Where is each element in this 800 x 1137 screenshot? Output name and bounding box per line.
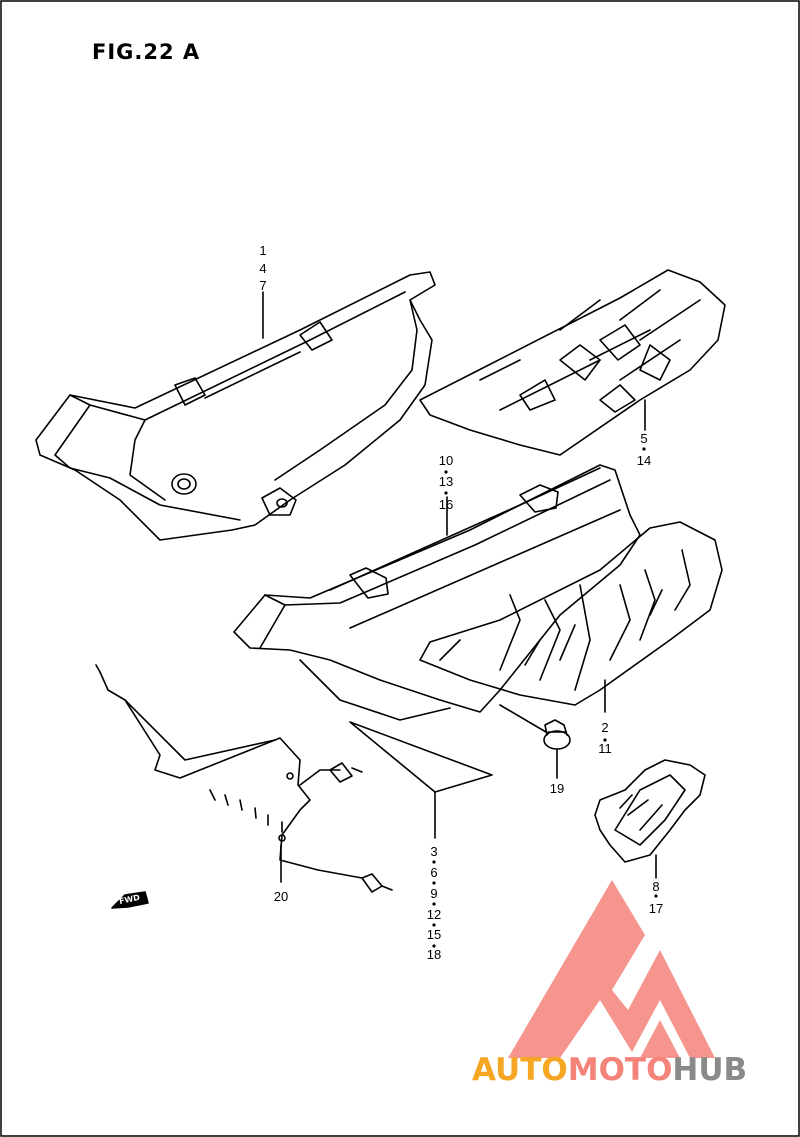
callout-2: 2: [601, 720, 609, 735]
lower-decal: [419, 521, 723, 706]
watermark-part-moto: MOTO: [567, 1052, 673, 1088]
callout-4: 4: [259, 261, 267, 276]
screw: [543, 719, 571, 750]
watermark-part-auto: AUTO: [472, 1052, 568, 1088]
callout-16: 16: [438, 497, 454, 512]
callout-3: 3: [430, 844, 438, 859]
callout-11: 11: [598, 741, 612, 756]
figure-title: FIG.22 A: [92, 40, 201, 64]
callout-12: 12: [426, 907, 442, 922]
fwd-arrow-icon: [111, 891, 149, 909]
callout-19: 19: [549, 781, 565, 796]
callout-dots: [432, 447, 658, 948]
callout-5: 5: [640, 431, 648, 446]
callout-14: 14: [636, 453, 652, 468]
callout-9: 9: [430, 886, 438, 901]
watermark-part-hub: HUB: [672, 1052, 748, 1088]
callout-20: 20: [273, 889, 289, 904]
upper-side-cover: [35, 271, 436, 541]
cover-bracket: [95, 664, 393, 893]
watermark-logo-icon: [508, 880, 715, 1058]
callout-13: 13: [438, 474, 454, 489]
callout-17: 17: [648, 901, 664, 916]
upper-decal: [419, 269, 726, 456]
leader-screw-fastener: [499, 704, 547, 733]
watermark-text: AUTOMOTOHUB: [472, 1052, 747, 1088]
callout-18: 18: [426, 947, 442, 962]
callout-6: 6: [430, 865, 438, 880]
callout-15: 15: [426, 927, 442, 942]
callout-1: 1: [259, 243, 267, 258]
triangle-decal: [349, 721, 493, 793]
lower-side-cover: [233, 464, 641, 721]
callout-8: 8: [652, 879, 660, 894]
emblem: [594, 759, 706, 863]
callout-10: 10: [438, 453, 454, 468]
callout-7: 7: [259, 278, 267, 293]
